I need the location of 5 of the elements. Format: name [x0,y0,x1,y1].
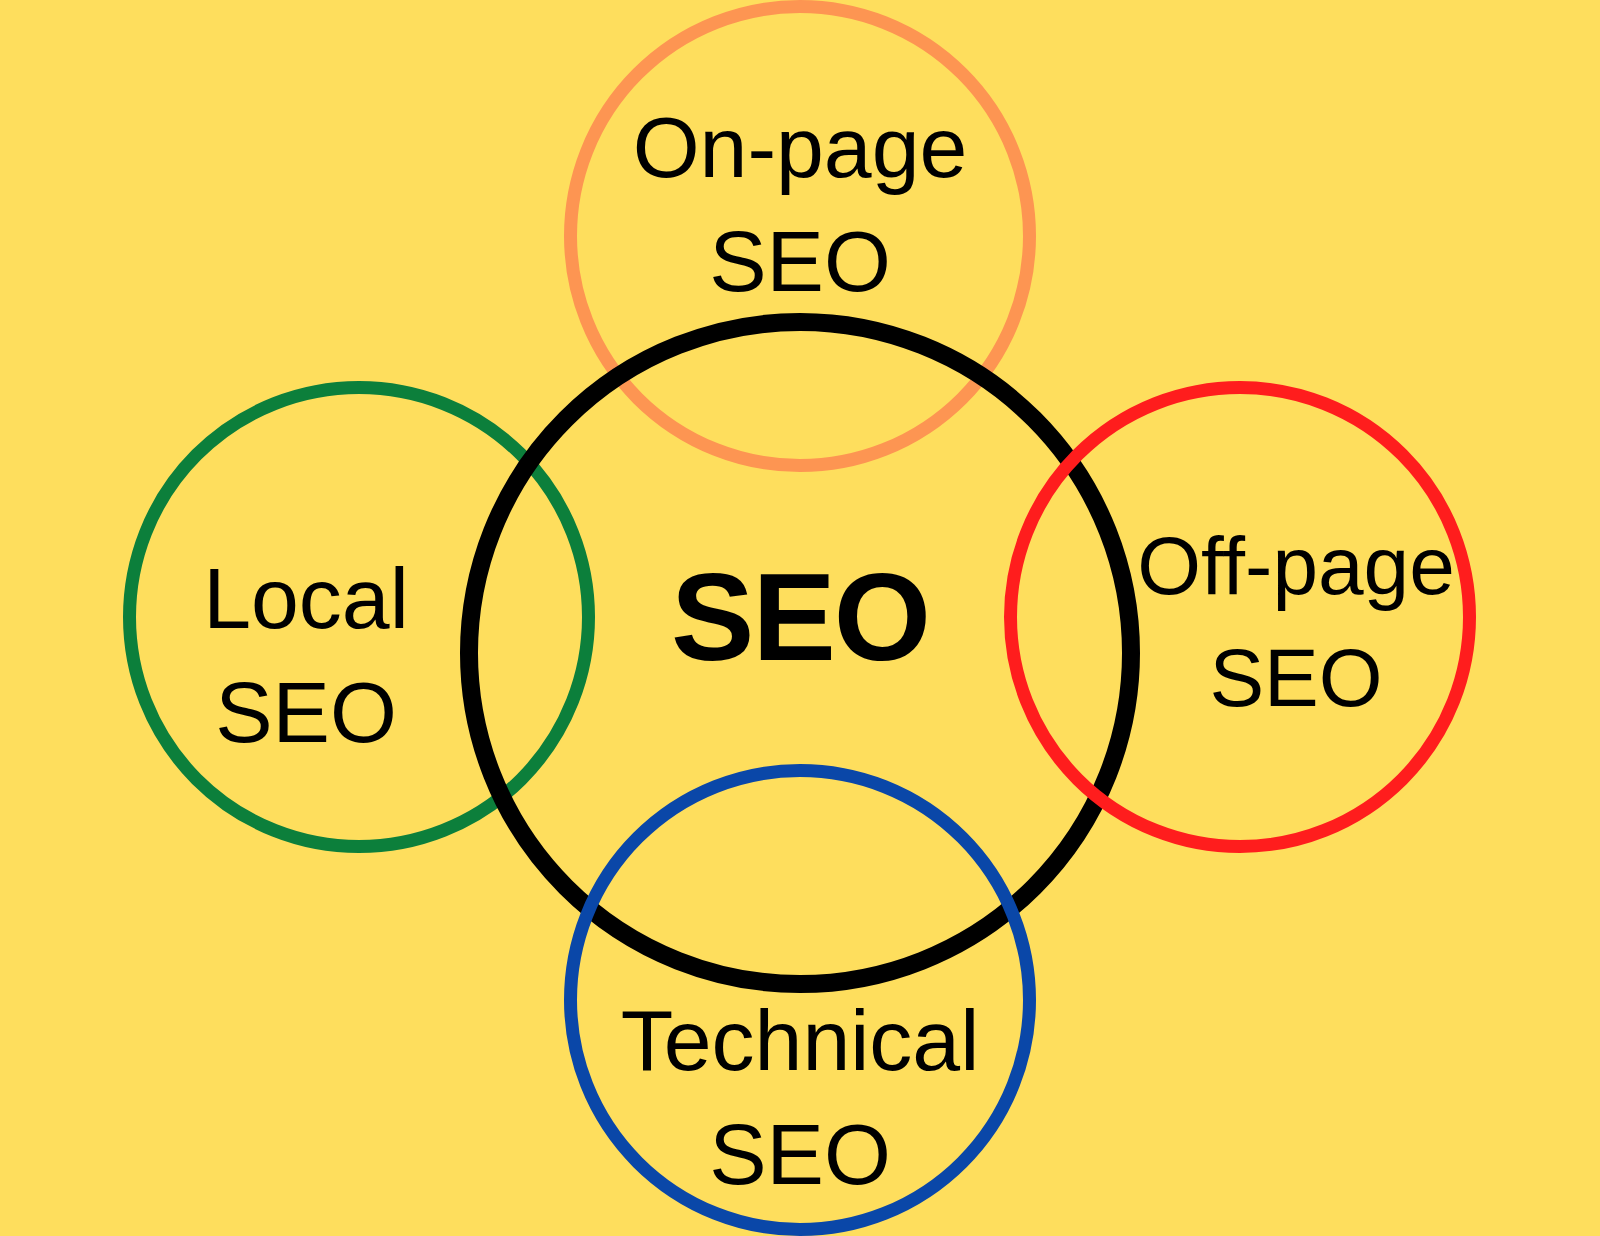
circle-label: Off-page SEO [1136,519,1456,725]
circle-label: On-page SEO [631,98,969,311]
center-title: SEO [671,552,929,682]
circle-label: Technical SEO [619,991,981,1204]
circle-label: Local SEO [202,549,410,762]
